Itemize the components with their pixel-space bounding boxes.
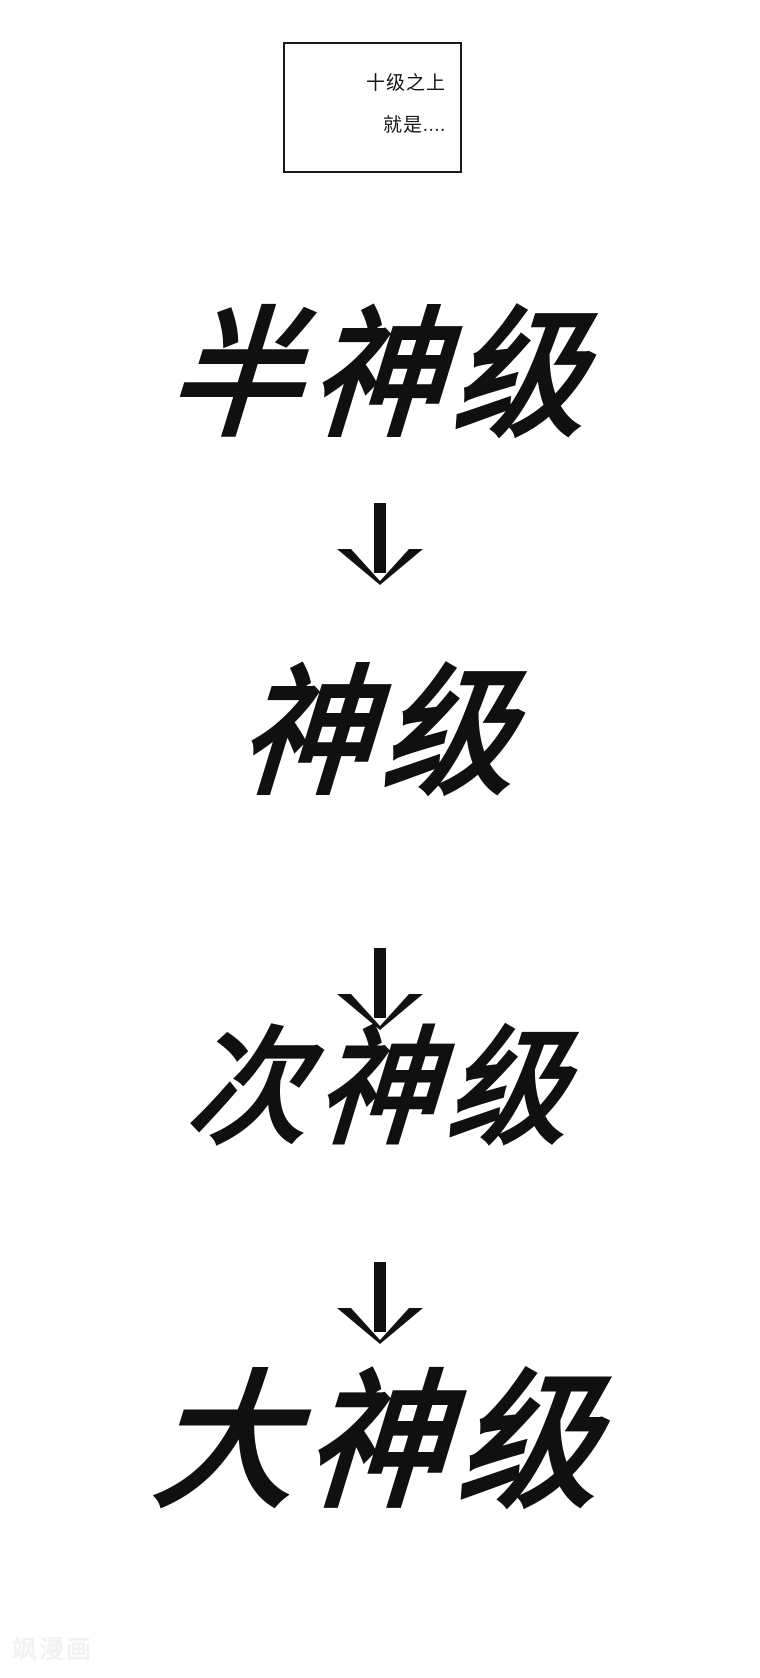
tier-label-great-god: 大神级 bbox=[0, 1357, 760, 1530]
tier-3-char-3: 级 bbox=[442, 1015, 578, 1164]
tier-4-char-1: 大 bbox=[148, 1357, 308, 1530]
dialogue-line-1: 十级之上 bbox=[365, 72, 446, 94]
tier-2-char-2: 级 bbox=[377, 652, 525, 816]
tier-1-char-3: 级 bbox=[448, 294, 596, 458]
arrow-down-1 bbox=[0, 503, 760, 585]
watermark: 飒漫画 bbox=[12, 1635, 94, 1664]
tier-label-half-god: 半神级 bbox=[0, 294, 760, 457]
arrow-down-2 bbox=[0, 948, 760, 1030]
arrow-down-3 bbox=[0, 1262, 760, 1344]
tier-label-sub-god: 次神级 bbox=[0, 1016, 760, 1163]
dialogue-box: 十级之上 就是.... bbox=[283, 42, 462, 173]
tier-1-char-1: 半 bbox=[164, 294, 312, 458]
dialogue-line-2: 就是.... bbox=[382, 114, 446, 136]
tier-3-char-2: 神 bbox=[312, 1015, 448, 1164]
tier-3-char-1: 次 bbox=[182, 1015, 318, 1164]
tier-2-char-1: 神 bbox=[235, 652, 383, 816]
tier-label-god: 神级 bbox=[0, 652, 760, 815]
tier-4-char-2: 神 bbox=[300, 1357, 460, 1530]
tier-4-char-3: 级 bbox=[452, 1357, 612, 1530]
tier-1-char-2: 神 bbox=[306, 294, 454, 458]
